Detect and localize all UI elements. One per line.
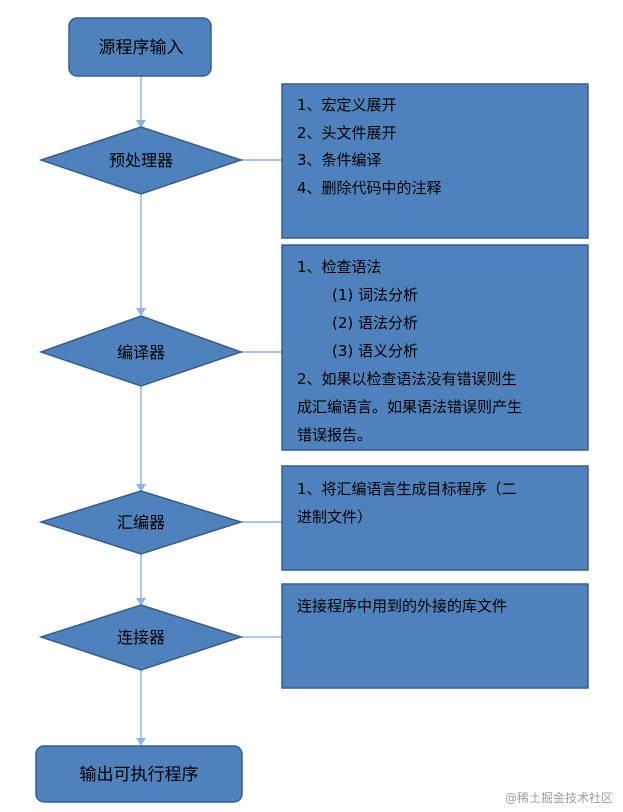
arrowheads [136, 120, 146, 746]
preprocessor-note-line: 4、删除代码中的注释 [297, 179, 442, 197]
assembler-note-text: 1、将汇编语言生成目标程序（二 进制文件） [297, 480, 517, 526]
assembler-label: 汇编器 [117, 513, 165, 532]
arrowhead-preprocessor [136, 120, 146, 128]
compiler-label: 编译器 [117, 343, 165, 362]
preprocessor-label: 预处理器 [109, 151, 173, 170]
linker-note-text: 连接程序中用到的外接的库文件 [297, 597, 507, 615]
assembler-note-line: 进制文件） [297, 508, 372, 526]
assembler-note-box [281, 465, 589, 571]
preprocessor-note-box [281, 83, 589, 239]
compiler-note-line: 2、如果以检查语法没有错误则生 [297, 370, 517, 388]
watermark: @稀土掘金技术社区 [504, 791, 613, 805]
assembler-node [38, 490, 244, 555]
output-label: 输出可执行程序 [80, 765, 199, 785]
arrowhead-compiler [136, 308, 146, 316]
compiler-note-line: (1) 词法分析 [332, 286, 418, 304]
compiler-note-line: 1、检查语法 [297, 258, 382, 276]
compiler-note-box [281, 244, 589, 451]
compiler-note-line: 成汇编语言。如果语法错误则产生 [297, 398, 522, 416]
linker-label: 连接器 [117, 628, 165, 647]
arrowhead-linker [136, 598, 146, 606]
compiler-node [38, 315, 244, 387]
arrowhead-assembler [136, 484, 146, 492]
linker-note-line: 连接程序中用到的外接的库文件 [297, 597, 507, 615]
linker-note-box [281, 583, 589, 689]
compiler-note-line: 错误报告。 [297, 426, 372, 444]
preprocessor-node [38, 126, 244, 195]
compiler-note-line: (3) 语义分析 [332, 342, 418, 360]
linker-node [38, 604, 244, 671]
preprocessor-note-line: 1、宏定义展开 [297, 96, 397, 114]
source-input-node [68, 17, 212, 77]
connectors [140, 76, 282, 744]
assembler-note-line: 1、将汇编语言生成目标程序（二 [297, 480, 517, 498]
source-input-label: 源程序输入 [99, 38, 184, 58]
compiler-note-line: (2) 语法分析 [332, 314, 418, 332]
arrowhead-output [136, 738, 146, 746]
preprocessor-note-line: 3、条件编译 [297, 151, 382, 169]
output-node [35, 745, 243, 803]
compiler-note-text: 1、检查语法 (1) 词法分析 (2) 语法分析 (3) 语义分析 2、如果以检… [297, 258, 522, 444]
preprocessor-note-text: 1、宏定义展开 2、头文件展开 3、条件编译 4、删除代码中的注释 [297, 96, 442, 197]
preprocessor-note-line: 2、头文件展开 [297, 124, 397, 142]
